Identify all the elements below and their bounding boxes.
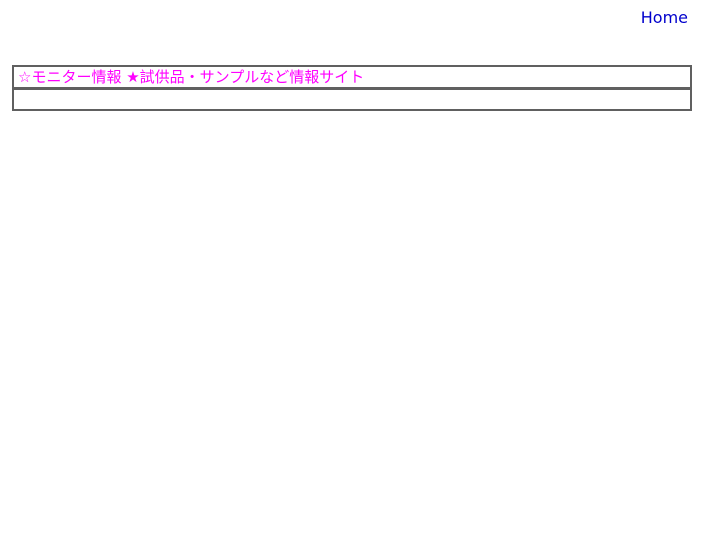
site-title-box: ☆モニター情報 ★試供品・サンプルなど情報サイト [12,65,692,89]
site-title-link[interactable]: ☆モニター情報 ★試供品・サンプルなど情報サイト [18,68,365,86]
content-box [12,88,692,111]
home-link[interactable]: Home [640,8,688,27]
